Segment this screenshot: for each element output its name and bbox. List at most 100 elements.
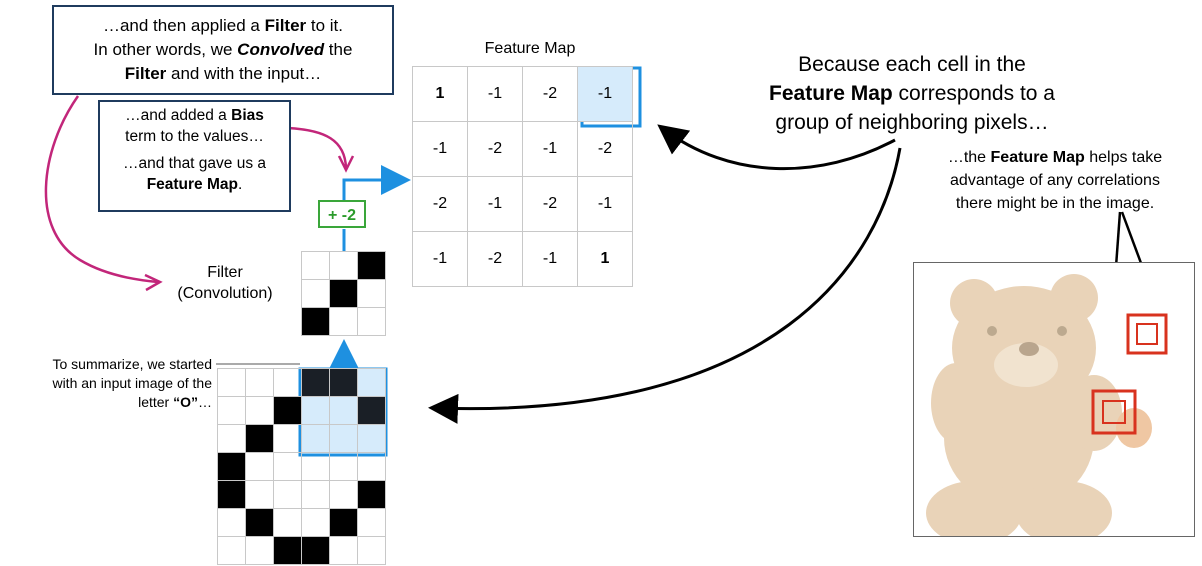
- input-pixel: [301, 480, 330, 509]
- input-pixel: [245, 536, 274, 565]
- input-pixel: [245, 480, 274, 509]
- feature-map-row: -1-2-1-2: [412, 121, 633, 177]
- summary-note-line-1: To summarize, we started: [52, 356, 213, 372]
- input-row: [217, 396, 386, 425]
- input-pixel: [273, 452, 302, 481]
- input-row: [217, 368, 386, 397]
- input-pixel: [273, 368, 302, 397]
- bias-callout-line-4: Feature Map.: [146, 176, 243, 193]
- filter-row: [301, 307, 386, 336]
- input-pixel: [301, 424, 330, 453]
- input-pixel: [273, 508, 302, 537]
- correlation-line-3: there might be in the image.: [955, 195, 1155, 212]
- feature-map-cell: -2: [412, 176, 468, 232]
- feature-map-title: Feature Map: [484, 40, 576, 57]
- input-row: [217, 424, 386, 453]
- input-pixel: [357, 508, 386, 537]
- input-pixel: [329, 368, 358, 397]
- summary-note-line-2: with an input image of the: [52, 375, 212, 391]
- feature-map-row: 1-1-2-1: [412, 66, 633, 122]
- input-pixel: [329, 424, 358, 453]
- feature-map-cell: -1: [522, 121, 578, 177]
- feature-map-cell: -2: [522, 176, 578, 232]
- input-pixel: [217, 508, 246, 537]
- filter-pixel: [329, 279, 358, 308]
- input-pixel: [273, 396, 302, 425]
- summary-note: To summarize, we started with an input i…: [0, 355, 212, 412]
- input-pixel: [357, 480, 386, 509]
- bias-callout-arrow: [287, 126, 348, 169]
- feature-map-cell: -1: [522, 231, 578, 287]
- correlation-note: …the Feature Map helps take advantage of…: [905, 146, 1202, 215]
- feature-map-cell: -2: [577, 121, 633, 177]
- filter-label-line-2: (Convolution): [177, 285, 273, 302]
- feature-map-cell: 1: [412, 66, 468, 122]
- input-pixel: [329, 480, 358, 509]
- convolution-callout-line-2: In other words, we Convolved the: [93, 40, 353, 59]
- correlation-box-1: [1126, 313, 1168, 355]
- bias-callout-line-3: …and that gave us a: [122, 155, 267, 172]
- input-pixel: [245, 396, 274, 425]
- input-pixel: [301, 368, 330, 397]
- input-pixel: [301, 396, 330, 425]
- filter-pixel: [301, 279, 330, 308]
- feature-map-row: -2-1-2-1: [412, 176, 633, 232]
- correlation-box-2: [1091, 389, 1137, 435]
- teddy-bear-image: [913, 262, 1195, 537]
- input-pixel: [245, 452, 274, 481]
- correlation-line-2: advantage of any correlations: [950, 172, 1160, 189]
- input-pixel: [217, 480, 246, 509]
- explanation-line-3: group of neighboring pixels…: [775, 111, 1049, 134]
- filter-row: [301, 251, 386, 280]
- input-pixel: [273, 480, 302, 509]
- feature-map-cell: -1: [467, 176, 523, 232]
- feature-map-cell: -2: [467, 231, 523, 287]
- bias-callout-arrowhead: [337, 155, 355, 173]
- input-image-grid: [217, 368, 386, 565]
- feature-map-cell: -1: [467, 66, 523, 122]
- bias-callout-line-2: term to the values…: [125, 128, 264, 145]
- input-pixel: [357, 424, 386, 453]
- input-pixel: [217, 536, 246, 565]
- input-pixel: [245, 508, 274, 537]
- input-pixel: [245, 424, 274, 453]
- filter-pixel: [301, 251, 330, 280]
- filter-pixel: [357, 307, 386, 336]
- input-pixel: [217, 424, 246, 453]
- filter-pixel: [329, 251, 358, 280]
- input-pixel: [273, 536, 302, 565]
- feature-map-cell: -1: [577, 66, 633, 122]
- input-pixel: [301, 452, 330, 481]
- convolution-callout-line-1: …and then applied a Filter to it.: [102, 16, 344, 35]
- filter-label: Filter (Convolution): [150, 262, 300, 304]
- input-pixel: [329, 536, 358, 565]
- input-pixel: [217, 368, 246, 397]
- filter-grid: [301, 251, 386, 336]
- input-pixel: [357, 536, 386, 565]
- filter-callout-arrow: [44, 95, 159, 284]
- filter-pixel: [301, 307, 330, 336]
- input-pixel: [357, 396, 386, 425]
- input-pixel: [217, 396, 246, 425]
- input-row: [217, 452, 386, 481]
- teddy-bear-illustration: [926, 274, 1168, 536]
- input-pixel: [329, 396, 358, 425]
- filter-row: [301, 279, 386, 308]
- feature-map-cell: -2: [467, 121, 523, 177]
- filter-pixel: [357, 251, 386, 280]
- filter-pixel: [357, 279, 386, 308]
- correlation-line-1: …the Feature Map helps take: [947, 149, 1163, 166]
- bias-callout: …and added a Bias term to the values… …a…: [98, 100, 291, 212]
- feature-map-cell: -1: [412, 231, 468, 287]
- filter-label-line-1: Filter: [207, 264, 243, 281]
- bias-to-feature-map-arrow: [342, 165, 411, 200]
- input-pixel: [273, 424, 302, 453]
- input-pixel: [329, 452, 358, 481]
- input-row: [217, 508, 386, 537]
- input-pixel: [301, 536, 330, 565]
- feature-map-cell: 1: [577, 231, 633, 287]
- explanation-to-input-arrow: [428, 147, 902, 424]
- convolution-callout: …and then applied a Filter to it. In oth…: [52, 5, 394, 95]
